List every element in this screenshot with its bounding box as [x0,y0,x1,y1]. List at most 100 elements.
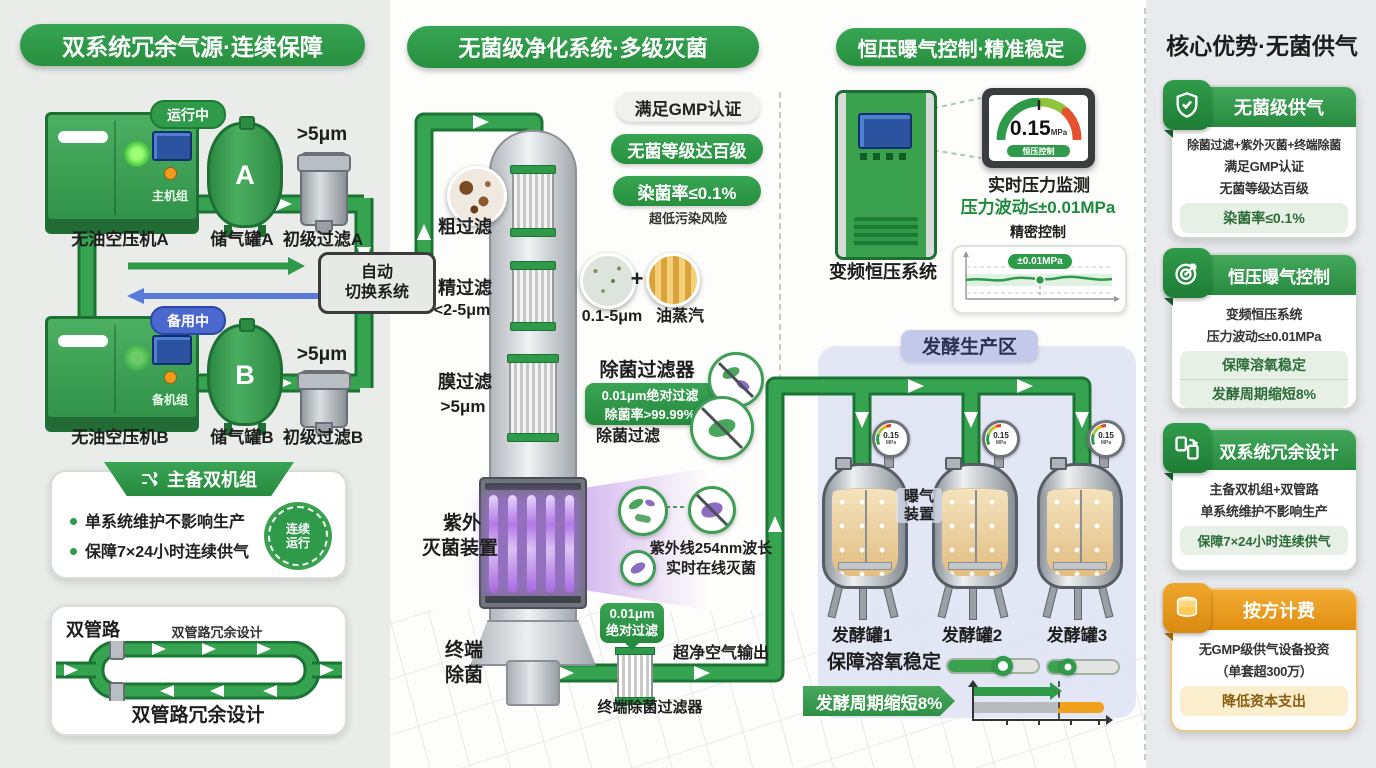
compressor-a-panel-line [114,121,116,215]
uv-note-1: 紫外线254nm波长 [649,540,773,557]
oxygen-slider-2[interactable] [1046,658,1120,676]
bacteria-circle-crossed-2 [690,396,754,460]
dual-bullet-1: 单系统维护不影响生产 [70,508,245,532]
air-tank-b: B [207,318,283,435]
continuous-operation-seal: 连续运行 [268,506,328,566]
advantage-card-sterile: 无菌级供气 除菌过滤+紫外灭菌+终端除菌 满足GMP认证 无菌等级达百级 染菌率… [1163,80,1358,239]
card-pill: 染菌率≤0.1% [1180,203,1348,233]
precision-control-text: 精密控制 [1010,224,1066,240]
col1-header: 双系统冗余气源·连续保障 [20,24,365,66]
pressure-gauge-arc [996,98,1082,140]
separator-col2-col3 [779,92,781,552]
primary-filter-a [297,152,351,234]
tank-b-label: 储气罐B [210,428,274,447]
uv-lamp [546,495,555,593]
fine-filter-cartridge [510,261,556,331]
particles-magnifier [447,166,507,226]
cycle-bar-chart [968,679,1114,727]
oil-magnifier [646,253,700,307]
grade-badge: 无菌等级达百级 [611,134,763,164]
dual-bullet-2: 保障7×24小时连续供气 [70,538,249,562]
col2-header: 无菌级净化系统·多级灭菌 [407,26,759,68]
auto-switch-box: 自动 切换系统 [318,252,436,314]
monitor-caption: 实时压力监测 [988,176,1090,195]
trend-pill: ±0.01MPa [1008,254,1072,269]
dual-pipeline-card: 双管路 双管路冗余设计 双管路冗余设计 [50,605,347,736]
uv-chamber [479,477,587,609]
compressor-b-tag: 备机组 [151,393,188,407]
tank-b-letter: B [235,359,255,390]
advantage-card-pressure: 恒压曝气控制 变频恒压系统 压力波动≤±0.01MPa 保障溶氧稳定 发酵周期缩… [1163,248,1358,410]
filter-spec-b: >5μm [296,344,348,365]
separator-col3-col4 [1144,8,1146,760]
contamination-note: 超低污染风险 [648,211,727,226]
stage3-label: 膜过滤 [438,372,492,392]
oil-label: 油蒸汽 [655,308,704,325]
status-badge-a: 运行中 [150,100,226,129]
compressor-a-display [152,131,192,161]
tower-pedestal [506,660,560,706]
sterile-filter-spec-box: 0.01μm绝对过滤除菌率>99.99% [585,383,715,425]
compressor-b-led [124,345,150,371]
target-icon [1175,263,1197,285]
dual-pipeline-loop [56,641,342,701]
dual-pipeline-caption-small: 双管路冗余设计 [171,625,263,640]
slider-1-knob[interactable] [993,656,1013,676]
fermenter-1 [822,457,908,589]
auto-switch-line2: 切换系统 [344,284,409,301]
sterile-filter-cartridge [507,354,559,442]
monitor-screen: 0.15MPa 恒压控制 [989,95,1088,161]
fermenter-3 [1037,457,1123,589]
uv-lamp [527,495,536,593]
tank-a-letter: A [235,159,255,190]
stage2-spec: <2-5μm [433,302,491,319]
coarse-filter-cartridge [510,165,556,237]
contamination-badge: 染菌率≤0.1% [613,176,761,206]
aeration-label: 曝气装置 [896,488,942,524]
fermenter-1-label: 发酵罐1 [831,626,893,645]
fermentation-zone-title: 发酵生产区 [901,330,1038,361]
pressure-trend-chart [963,251,1120,302]
cycle-reduction-tag: 发酵周期缩短8% [803,686,955,716]
cabinet-buttons [860,153,910,160]
cabinet-caption: 变频恒压系统 [829,262,937,282]
stage3-spec: >5μm [440,397,486,416]
vfd-pressure-cabinet [835,90,937,260]
advantage-card-billing: 按方计费 无GMP级供气设备投资 （单套超300万） 降低资本支出 [1163,583,1358,732]
fermenter-2 [932,457,1018,589]
coins-icon [1176,596,1198,617]
gmp-badge: 满足GMP认证 [616,92,760,122]
cycle-bar-saved [1058,702,1104,713]
uv-lamp [508,495,517,593]
fermenter-2-label: 发酵罐2 [941,626,1003,645]
fine-particles-magnifier [580,253,636,309]
output-air-label: 超净空气输出 [672,645,769,662]
oxygen-slider-1[interactable] [946,656,1040,676]
cabinet-screen [858,113,912,149]
stage1-label: 粗过滤 [438,217,492,237]
slider-2-knob[interactable] [1059,658,1077,676]
compressor-b-display [152,335,192,365]
compressor-a: 主机组 [45,112,199,234]
auto-switch-line1: 自动 [360,264,393,281]
compressor-a-vent [58,131,108,143]
sterile-filter-title: 除菌过滤器 [599,360,695,381]
filter-a-label: 初级过滤A [282,230,364,249]
uv-lamp [489,495,498,593]
card-pill-box: 保障溶氧稳定 发酵周期缩短8% [1180,351,1348,408]
compressor-b: 备机组 [45,316,199,432]
terminal-label-2: 除菌 [444,665,483,686]
pressure-fluctuation-text: 压力波动≤±0.01MPa [960,198,1116,217]
bacteria-small-circle [620,550,656,586]
compressor-b-panel-line [114,325,116,413]
dual-pipeline-label: 双管路 [66,620,120,640]
col4-title: 核心优势·无菌供气 [1166,33,1358,59]
cycle-bar-new [974,687,1050,696]
tank-a-label: 储气罐A [210,230,274,249]
compressor-a-button [164,167,177,180]
cycle-bar-old [974,702,1058,713]
plus-sign: + [630,266,644,291]
